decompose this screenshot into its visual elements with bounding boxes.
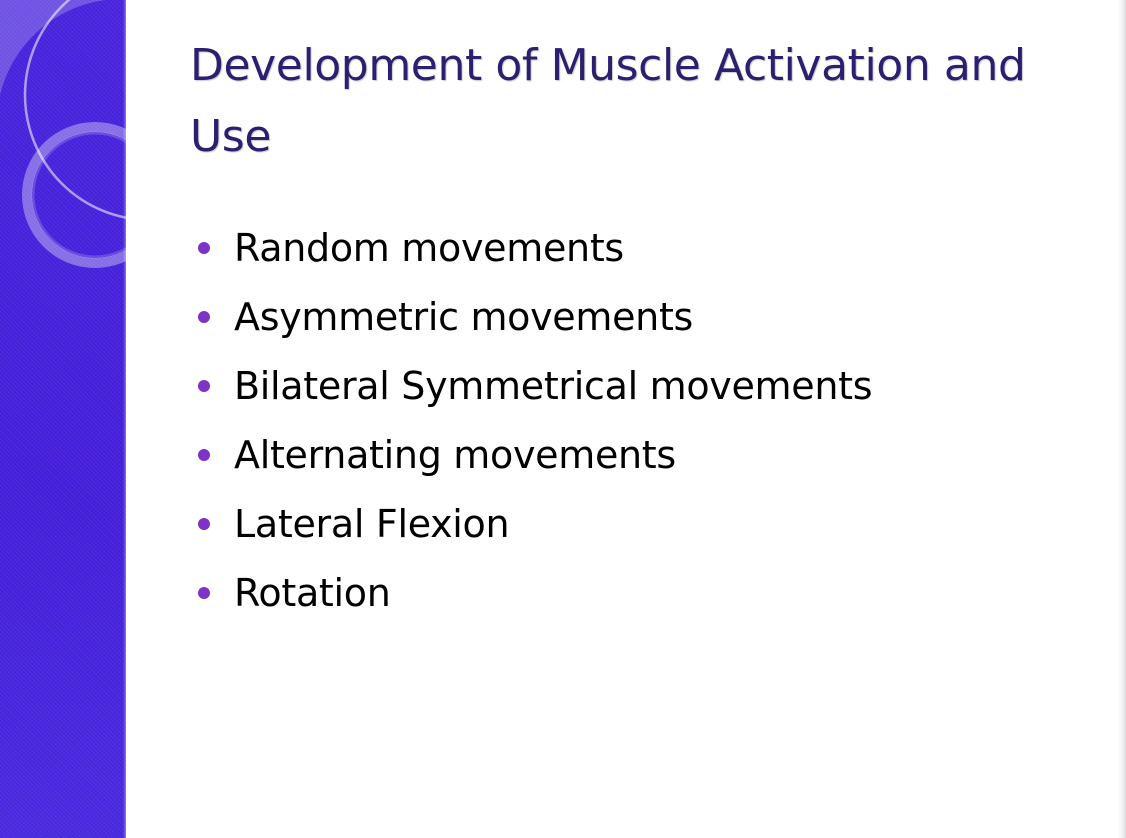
- bullet-dot-icon: [198, 379, 210, 392]
- circle-ornament-icon: [0, 0, 126, 268]
- slide-title: Development of Muscle Activation and Use: [190, 40, 1026, 162]
- bullet-dot-icon: [198, 448, 210, 461]
- bullet-item: Alternating movements: [198, 420, 872, 489]
- bullet-text: Asymmetric movements: [234, 294, 694, 339]
- bullet-item: Random movements: [198, 213, 872, 282]
- bullet-text: Rotation: [234, 570, 391, 615]
- bullet-list: Random movements Asymmetric movements Bi…: [198, 213, 873, 627]
- side-band-decoration: [0, 0, 126, 838]
- bullet-text: Alternating movements: [234, 432, 676, 477]
- bullet-text: Lateral Flexion: [234, 501, 510, 546]
- bullet-dot-icon: [198, 241, 210, 254]
- bullet-item: Bilateral Symmetrical movements: [198, 351, 873, 420]
- right-edge-shadow: [1118, 0, 1126, 838]
- bullet-dot-icon: [198, 586, 210, 599]
- bullet-dot-icon: [198, 517, 210, 530]
- bullet-text: Random movements: [234, 225, 624, 270]
- bullet-item: Lateral Flexion: [198, 489, 872, 558]
- bullet-text: Bilateral Symmetrical movements: [234, 363, 873, 408]
- bullet-item: Asymmetric movements: [198, 282, 872, 351]
- band-edge: [123, 0, 126, 838]
- bullet-dot-icon: [198, 310, 210, 323]
- bullet-item: Rotation: [198, 558, 872, 627]
- band-texture: [0, 0, 126, 838]
